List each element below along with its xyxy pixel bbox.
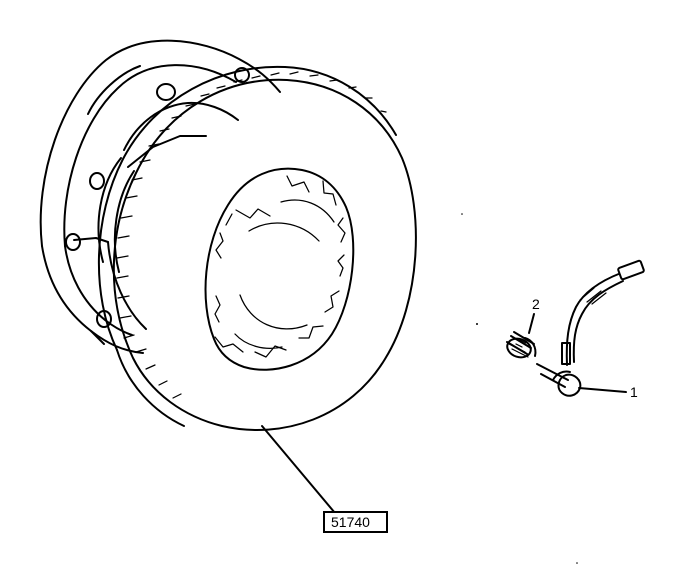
hub-assembly <box>39 39 281 354</box>
reference-callout: 51740 <box>261 425 388 533</box>
sensor-assembly <box>506 259 645 397</box>
scan-mark <box>576 562 578 564</box>
callout-2: 2 <box>528 296 540 334</box>
scan-mark <box>461 213 463 215</box>
callout-1-label: 1 <box>630 384 638 400</box>
callout-2-label: 2 <box>532 296 540 312</box>
bolt-hole <box>65 233 81 251</box>
reference-code-box <box>323 511 388 533</box>
bolt-hole <box>89 172 105 190</box>
callout-1: 1 <box>578 384 638 400</box>
brake-disc <box>97 65 417 431</box>
bolt-hole <box>234 67 250 83</box>
reference-code-label: 51740 <box>331 514 370 530</box>
disc-center-opening <box>204 167 355 371</box>
scan-mark <box>476 323 478 325</box>
disc-vent-ribs <box>116 71 387 399</box>
bolt-hole <box>156 83 176 101</box>
